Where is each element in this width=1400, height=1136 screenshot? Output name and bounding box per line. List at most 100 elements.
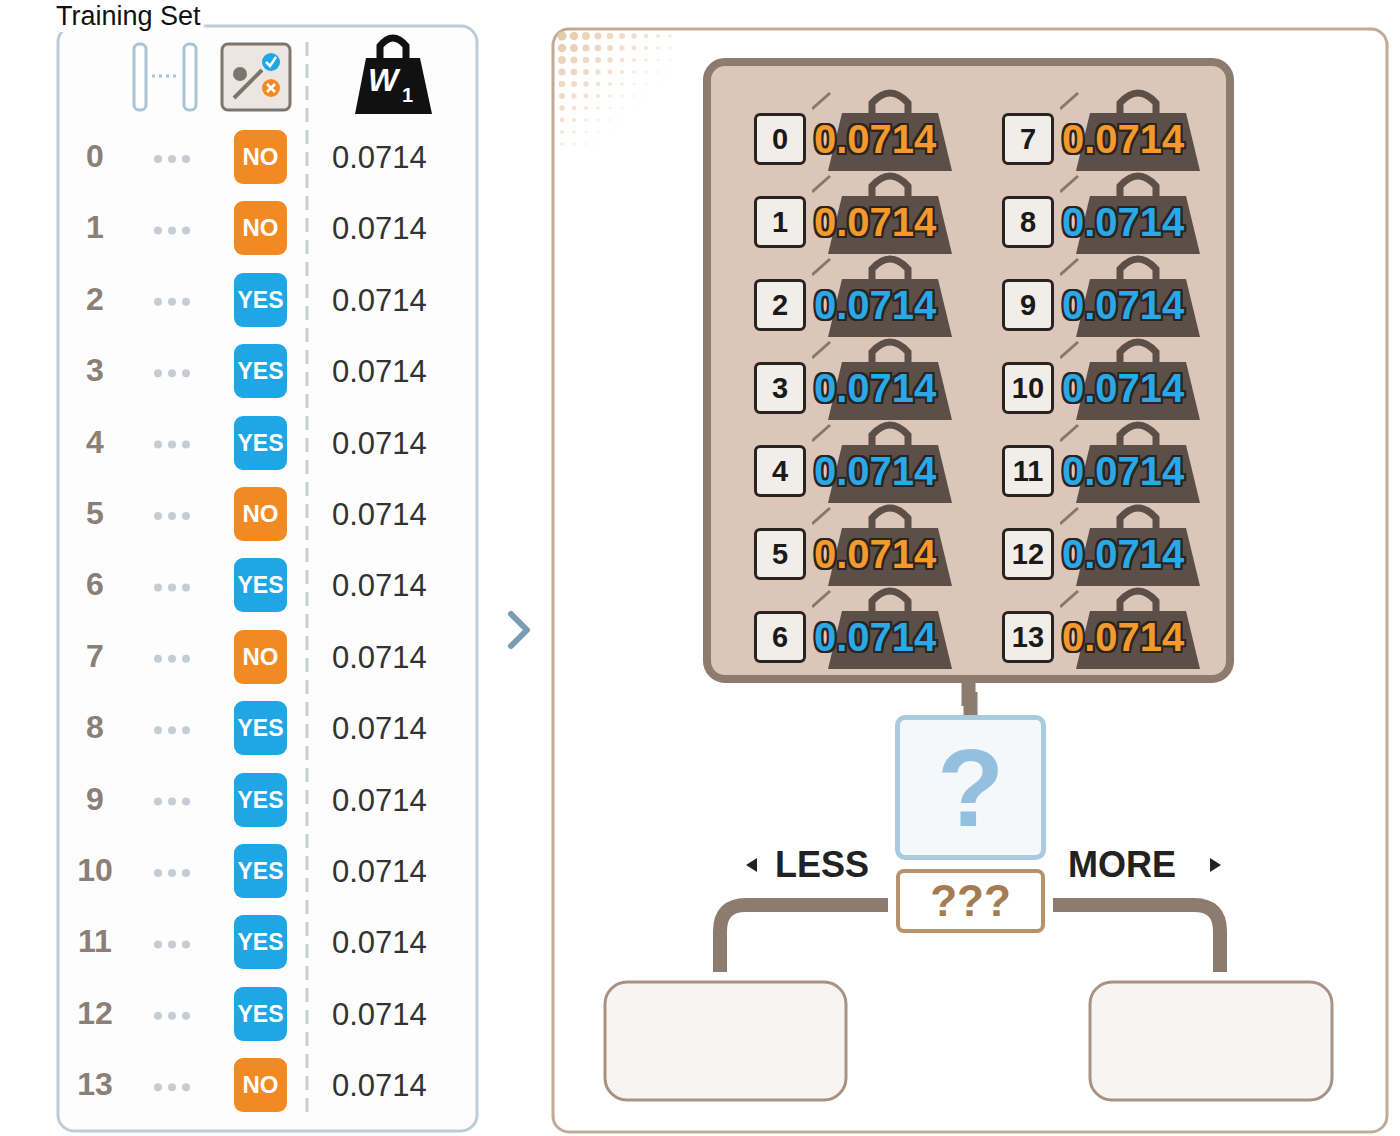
weight-value: 0.0714 <box>814 198 936 246</box>
decision-box: ? <box>895 715 1046 860</box>
weight-value: 0.0714 <box>814 281 936 329</box>
weight-cell: 0.0714 <box>332 426 427 462</box>
row-number: 10 <box>60 852 130 889</box>
columns-icon <box>134 44 196 110</box>
row-number: 5 <box>60 495 130 532</box>
weight-item: 50.0714 <box>754 520 966 588</box>
index-tag: 3 <box>754 362 806 414</box>
weight-item: 9 0.0714 <box>1002 271 1214 339</box>
badge-text: YES <box>237 787 283 814</box>
weight-item: 2 0.0714 <box>754 271 966 339</box>
label-badge: YES <box>234 915 287 969</box>
weight-value: 0.0714 <box>814 364 936 412</box>
label-badge: YES <box>234 273 287 327</box>
label-badge: NO <box>234 487 287 541</box>
weight-item: 7 0.0714 <box>1002 105 1214 173</box>
connector <box>969 683 971 715</box>
weight-cell: 0.0714 <box>332 854 427 890</box>
panel-outline <box>553 29 1387 1132</box>
index-number: 6 <box>772 621 788 654</box>
weight-cell: 0.0714 <box>332 211 427 247</box>
index-number: 10 <box>1012 372 1044 405</box>
index-tag: 9 <box>1002 279 1054 331</box>
badge-text: YES <box>237 358 283 385</box>
leaf-box <box>605 982 846 1100</box>
ellipsis-dots <box>154 155 190 1091</box>
leaf-box <box>1090 982 1332 1100</box>
badge-text: NO <box>243 1071 279 1099</box>
label-badge: NO <box>234 1058 287 1112</box>
index-number: 4 <box>772 455 788 488</box>
weight-icon <box>355 38 432 114</box>
weight-cell: 0.0714 <box>332 783 427 819</box>
row-number: 7 <box>60 638 130 675</box>
row-number: 2 <box>60 281 130 318</box>
index-number: 13 <box>1012 621 1044 654</box>
index-number: 7 <box>1020 123 1036 156</box>
weight-item: 110.0714 <box>1002 437 1214 505</box>
weight-item: 80.0714 <box>1002 188 1214 256</box>
label-badge: YES <box>234 701 287 755</box>
weight-value: 0.0714 <box>1062 115 1184 163</box>
index-number: 1 <box>772 206 788 239</box>
index-number: 3 <box>772 372 788 405</box>
weight-cell: 0.0714 <box>332 640 427 676</box>
index-number: 0 <box>772 123 788 156</box>
weight-item: 6 0.0714 <box>754 603 966 671</box>
weight-cell: 0.0714 <box>332 711 427 747</box>
badge-text: YES <box>237 430 283 457</box>
weight-value: 0.0714 <box>814 115 936 163</box>
row-number: 6 <box>60 566 130 603</box>
weight-cell: 0.0714 <box>332 497 427 533</box>
label-badge: NO <box>234 130 287 184</box>
index-tag: 0 <box>754 113 806 165</box>
row-number: 12 <box>60 995 130 1032</box>
index-tag: 6 <box>754 611 806 663</box>
row-number: 8 <box>60 709 130 746</box>
index-number: 12 <box>1012 538 1044 571</box>
row-number: 13 <box>60 1066 130 1103</box>
label-badge: YES <box>234 416 287 470</box>
threshold-text: ??? <box>930 876 1011 926</box>
row-number: 11 <box>60 923 130 960</box>
index-tag: 2 <box>754 279 806 331</box>
weight-item: 0 0.0714 <box>754 105 966 173</box>
index-tag: 11 <box>1002 445 1054 497</box>
index-number: 2 <box>772 289 788 322</box>
weight-item: 10 0.0714 <box>1002 354 1214 422</box>
index-tag: 7 <box>1002 113 1054 165</box>
index-number: 8 <box>1020 206 1036 239</box>
row-number: 9 <box>60 781 130 818</box>
badge-text: YES <box>237 1001 283 1028</box>
weight-subscript: 1 <box>402 84 413 107</box>
dot-pattern <box>558 32 672 146</box>
branch-line <box>1053 905 1220 972</box>
index-tag: 1 <box>754 196 806 248</box>
weights-box: 0 0.0714 1 0.0714 2 0.0714 3 0.0714 4 0.0714 50.07… <box>703 58 1234 683</box>
weight-item: 12 0.0714 <box>1002 520 1214 588</box>
branch-label: LESS <box>775 844 869 886</box>
row-number: 4 <box>60 424 130 461</box>
index-tag: 8 <box>1002 196 1054 248</box>
weight-value: 0.0714 <box>1062 364 1184 412</box>
weight-cell: 0.0714 <box>332 354 427 390</box>
panel-outline <box>58 26 477 1131</box>
badge-text: NO <box>243 500 279 528</box>
weight-value: 0.0714 <box>814 447 936 495</box>
label-badge: YES <box>234 987 287 1041</box>
weight-value: 0.0714 <box>1062 447 1184 495</box>
weight-value: 0.0714 <box>1062 281 1184 329</box>
right-triangle <box>1210 858 1221 872</box>
label-badge: YES <box>234 773 287 827</box>
badge-text: YES <box>237 715 283 742</box>
weight-cell: 0.0714 <box>332 140 427 176</box>
weight-item: 1 0.0714 <box>754 188 966 256</box>
flow-chevron <box>511 614 527 646</box>
badge-text: YES <box>237 287 283 314</box>
weight-cell: 0.0714 <box>332 997 427 1033</box>
index-number: 9 <box>1020 289 1036 322</box>
weight-item: 4 0.0714 <box>754 437 966 505</box>
weight-value: 0.0714 <box>814 613 936 661</box>
weight-value: 0.0714 <box>1062 530 1184 578</box>
